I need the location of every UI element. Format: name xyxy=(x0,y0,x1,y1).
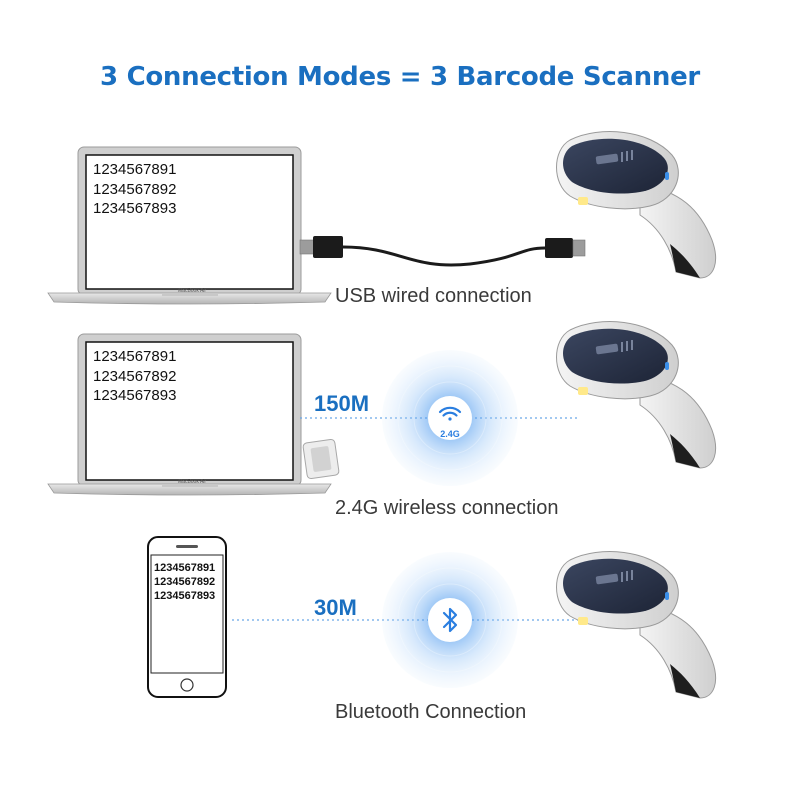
page-title: 3 Connection Modes = 3 Barcode Scanner xyxy=(100,62,700,92)
phone-screen-text: 1234567891 1234567892 1234567893 xyxy=(154,561,215,603)
barcode-scanner-1 xyxy=(556,131,716,279)
bluetooth-caption: Bluetooth Connection xyxy=(335,701,527,723)
usb-dongle-icon xyxy=(302,438,340,480)
barcode-value: 1234567892 xyxy=(93,367,177,385)
bluetooth-distance: 30M xyxy=(314,595,357,620)
laptop-1 xyxy=(47,146,332,305)
wifi-icon xyxy=(438,406,462,421)
barcode-value: 1234567891 xyxy=(93,348,177,365)
barcode-value: 1234567891 xyxy=(93,161,177,178)
barcode-value: 1234567893 xyxy=(154,590,216,602)
barcode-value: 1234567893 xyxy=(93,387,177,404)
barcode-scanner-2 xyxy=(555,320,717,469)
barcode-value: 1234567893 xyxy=(93,200,177,217)
barcode-value: 1234567891 xyxy=(154,562,216,574)
laptop-2 xyxy=(47,333,332,496)
wifi-band-label: 2.4G xyxy=(440,429,460,439)
laptop-1-screen-text: 1234567891 1234567892 1234567893 xyxy=(93,160,176,219)
laptop-2-screen-text: 1234567891 1234567892 1234567893 xyxy=(93,347,176,406)
wireless-distance: 150M xyxy=(314,391,370,416)
bluetooth-icon xyxy=(442,607,458,633)
barcode-value: 1234567892 xyxy=(93,180,177,198)
laptop-1-brand: MacBook Air xyxy=(178,288,207,294)
laptop-2-brand: MacBook Air xyxy=(178,479,207,485)
usb-cable-icon xyxy=(299,236,586,267)
smartphone xyxy=(147,536,227,698)
barcode-scanner-3 xyxy=(555,550,717,699)
wireless-caption: 2.4G wireless connection xyxy=(335,497,559,519)
usb-caption: USB wired connection xyxy=(335,285,532,307)
barcode-value: 1234567892 xyxy=(154,576,216,588)
